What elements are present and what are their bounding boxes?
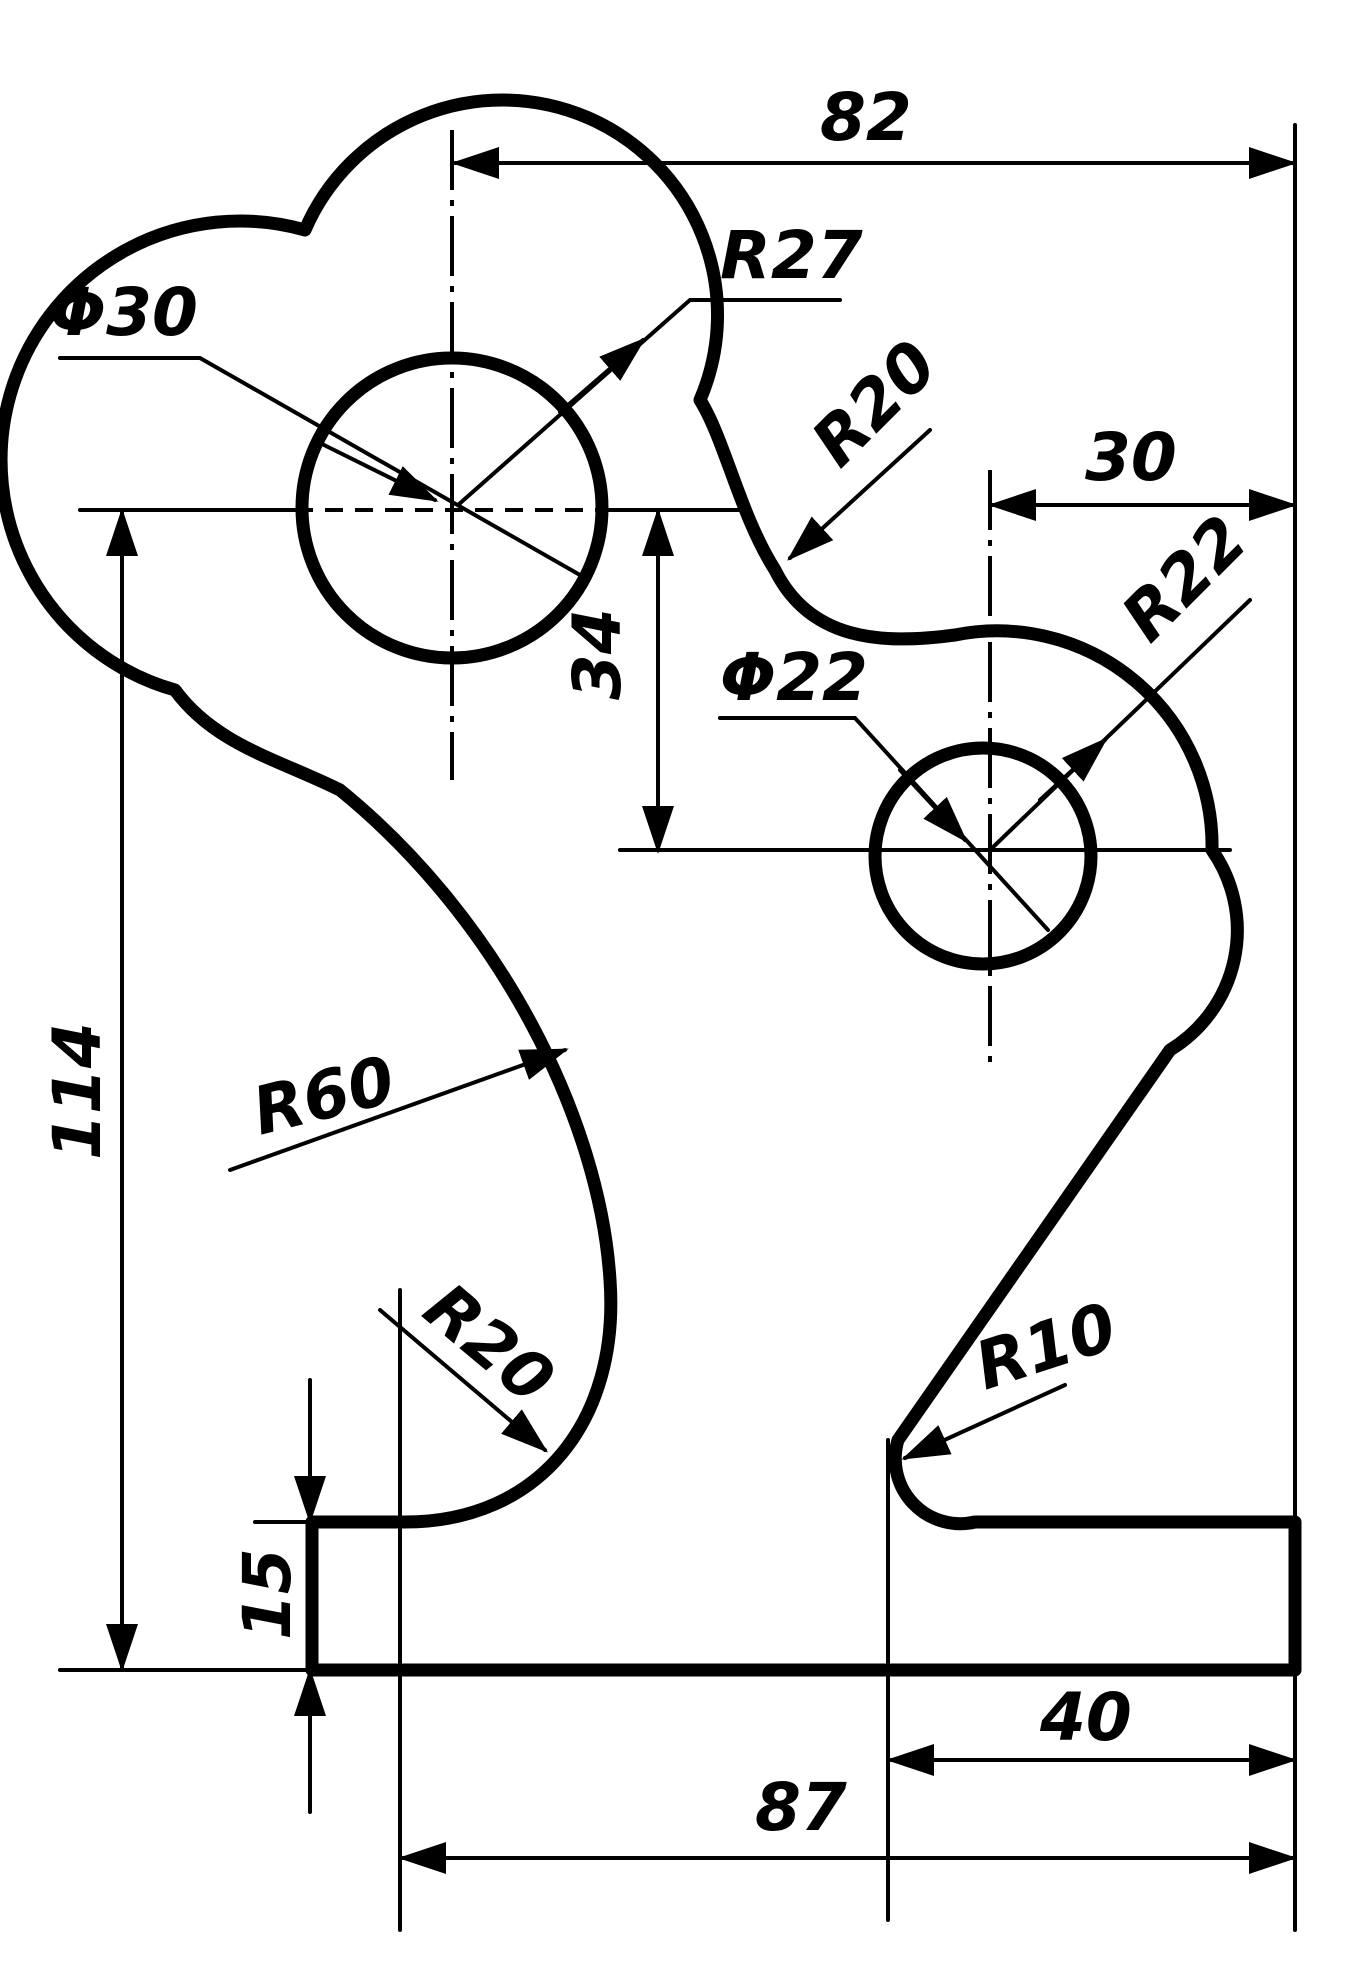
leader-r27: [456, 298, 842, 507]
label-40: 40: [1039, 1679, 1132, 1756]
label-114: 114: [39, 1022, 116, 1160]
label-r20-top: R20: [797, 326, 952, 481]
label-15: 15: [229, 1548, 306, 1640]
outer-contour: [0, 93, 1302, 1677]
leader-r10: [901, 1383, 1067, 1460]
leader-r27-arrow: [558, 337, 647, 414]
extension-lines: [58, 123, 1297, 1932]
center-lines: [78, 130, 1232, 1065]
leader-phi30: [58, 356, 582, 577]
leader-phi22: [718, 716, 1050, 932]
label-r60: R60: [245, 1041, 402, 1150]
label-87: 87: [755, 1769, 847, 1846]
leader-r60: [228, 1048, 569, 1172]
leader-r22-arrow: [1038, 737, 1108, 802]
dimension-labels: 82 R27 Φ30 R20 30 R22 34 Φ22 114 R60 R20…: [39, 79, 1262, 1846]
label-34: 34: [559, 608, 636, 700]
leader-phi22-arrow-a: [898, 768, 968, 843]
label-r27: R27: [720, 217, 863, 294]
label-30: 30: [1085, 419, 1177, 496]
label-r22: R22: [1107, 501, 1262, 656]
leader-r20-top: [787, 428, 932, 561]
leader-r22: [988, 598, 1252, 852]
label-phi30: Φ30: [50, 274, 198, 351]
leader-phi30-arrow-a: [318, 441, 439, 502]
label-82: 82: [820, 79, 912, 156]
leaders: [58, 298, 1252, 1460]
bore-phi22: [868, 741, 1098, 971]
label-r20-bottom: R20: [410, 1268, 569, 1419]
leader-r20-bottom: [378, 1308, 549, 1453]
dimension-lines: [106, 147, 1297, 1874]
label-phi22: Φ22: [720, 639, 868, 716]
